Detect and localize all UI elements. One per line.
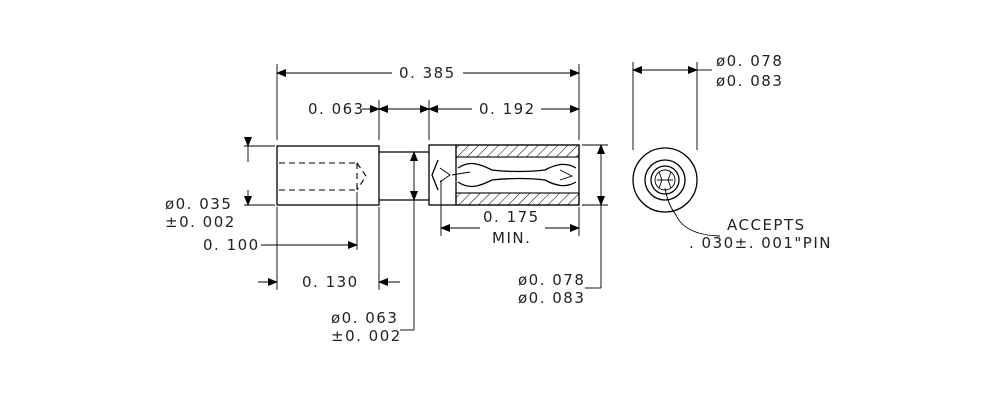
socket-wall-top (455, 144, 580, 158)
side-view (276, 144, 580, 206)
pin-body (276, 145, 380, 206)
dim-socket-depth: 0. 175 (483, 208, 540, 226)
accepts-pin-note: . 030±. 001"PIN (689, 234, 832, 252)
dim-end-diameter-a: ø0. 078 (716, 52, 783, 70)
dim-body-diameter-a: ø0. 078 (518, 271, 585, 289)
end-view-outer-circle (632, 147, 698, 213)
dim-socket-length: 0. 192 (479, 100, 536, 118)
dim-pin-offset: 0. 100 (203, 236, 260, 254)
dimension-labels: 0. 385 0. 063 0. 192 ø0. 035 ±0. 002 0. … (165, 52, 832, 345)
dim-end-diameter-b: ø0. 083 (716, 72, 783, 90)
end-view (632, 62, 721, 237)
dimension-lines (244, 64, 608, 331)
spring-contact (457, 162, 577, 188)
dim-overall-length: 0. 385 (399, 64, 456, 82)
dim-pin-diameter: ø0. 035 (165, 195, 232, 213)
dim-neck-diameter-tol: ±0. 002 (331, 327, 402, 345)
dim-pin-length: 0. 130 (302, 273, 359, 291)
socket-wall-bottom (455, 192, 580, 206)
dim-neck-diameter: ø0. 063 (331, 309, 398, 327)
dim-head-length: 0. 063 (308, 100, 365, 118)
dim-socket-depth-note: MIN. (492, 229, 531, 247)
dim-pin-diameter-tol: ±0. 002 (165, 213, 236, 231)
accepts-label: ACCEPTS (727, 216, 806, 234)
dim-body-diameter-b: ø0. 083 (518, 289, 585, 307)
